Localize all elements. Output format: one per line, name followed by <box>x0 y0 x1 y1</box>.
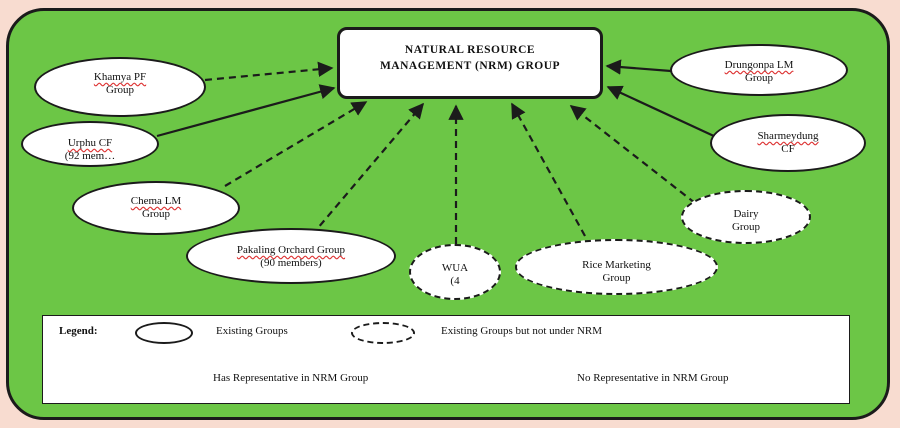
nrm-title-line2: MANAGEMENT (NRM) GROUP <box>379 60 561 72</box>
group-drungonpa-name: Drungonpa LM <box>724 59 794 71</box>
group-rice-marketing: Rice Marketing Group <box>515 239 718 295</box>
nrm-group-node: NATURAL RESOURCE MANAGEMENT (NRM) GROUP <box>337 27 603 99</box>
group-khamya-pf: Khamya PF Group <box>34 57 206 117</box>
group-pakaling-orchard: Pakaling Orchard Group (90 members) <box>186 228 396 284</box>
legend-has-rep-label: Has Representative in NRM Group <box>213 372 369 384</box>
arrow-urphu-to-nrm <box>156 84 336 138</box>
group-sharmeydung-name: Sharmeydung <box>757 130 819 142</box>
legend-existing-label: Existing Groups <box>216 325 288 337</box>
group-sharmeydung-sub: CF <box>781 143 795 155</box>
group-khamya-name: Khamya PF <box>93 71 147 83</box>
group-rice-name: Rice Marketing <box>582 259 651 271</box>
group-wua-name: WUA <box>441 262 469 274</box>
arrow-khamya-to-nrm <box>204 61 334 82</box>
arrow-chema-to-nrm <box>224 101 368 187</box>
group-dairy-sub: Group <box>731 221 761 233</box>
legend-box: Legend: Existing Groups Existing Groups … <box>42 315 850 404</box>
group-urphu-name: Urphu CF <box>67 137 113 149</box>
group-drungonpa-lm: Drungonpa LM Group <box>670 44 848 96</box>
nrm-title-line1: NATURAL RESOURCE <box>404 44 536 56</box>
group-wua-sub: (4 <box>450 275 460 287</box>
group-dairy-name: Dairy <box>733 208 759 220</box>
group-urphu-cf: Urphu CF (92 mem… <box>21 121 159 167</box>
legend-title: Legend: <box>59 325 98 337</box>
group-drungonpa-sub: Group <box>744 72 774 84</box>
legend-solid-oval <box>135 322 193 344</box>
legend-no-rep-label: No Representative in NRM Group <box>577 372 729 384</box>
group-pakaling-name: Pakaling Orchard Group <box>236 244 346 256</box>
arrow-rice-to-nrm <box>511 102 586 237</box>
group-chema-lm: Chema LM Group <box>72 181 240 235</box>
arrow-sharmeydung-to-nrm <box>606 85 717 138</box>
legend-existing-not-nrm-label: Existing Groups but not under NRM <box>441 325 603 337</box>
group-urphu-sub: (92 mem… <box>64 150 116 162</box>
group-khamya-sub: Group <box>105 84 135 96</box>
group-chema-name: Chema LM <box>130 195 182 207</box>
group-wua: WUA (4 <box>409 244 501 300</box>
arrow-dairy-to-nrm <box>569 105 696 204</box>
group-sharmeydung-cf: Sharmeydung CF <box>710 114 866 172</box>
legend-dashed-oval <box>351 322 415 344</box>
group-rice-sub: Group <box>602 272 631 284</box>
arrow-drungonpa-to-nrm <box>605 59 672 75</box>
group-chema-sub: Group <box>141 208 171 220</box>
group-dairy: Dairy Group <box>681 190 811 244</box>
arrow-pakaling-to-nrm <box>311 102 424 236</box>
group-pakaling-sub: (90 members) <box>260 257 322 269</box>
